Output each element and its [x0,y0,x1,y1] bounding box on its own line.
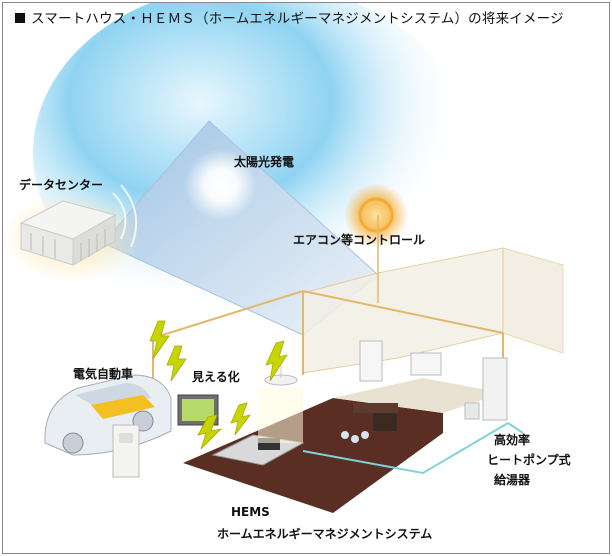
sun-icon [185,149,257,221]
datacenter-building-icon [19,200,117,266]
title-square-bullet [15,13,25,23]
electric-car-icon [44,374,172,456]
label-hems-line1: HEMS [231,505,270,519]
label-datacenter: データセンター [19,178,104,192]
lightning-icons [149,320,288,450]
label-solar: 太陽光発電 [234,155,295,169]
ev-charger-icon [112,424,140,478]
title-text: スマートハウス・ＨＥＭＳ（ホームエネルギーマネジメントシステム）の将来イメージ [31,11,564,27]
label-visualization: 見える化 [192,370,240,384]
label-heatpump-line2: ヒートポンプ式 [487,453,571,467]
signal-arcs [112,184,138,248]
house-right-wall [502,247,564,354]
label-heatpump-line3: 給湯器 [494,473,531,487]
diagram-title: スマートハウス・ＨＥＭＳ（ホームエネルギーマネジメントシステム）の将来イメージ [15,7,564,27]
pipes [302,422,524,475]
label-aircon: エアコン等コントロール [293,233,426,247]
heatpump-unit-icon [464,357,508,421]
label-ev: 電気自動車 [73,367,134,381]
aircon-glow-icon [344,183,408,247]
label-hems-line2: ホームエネルギーマネジメントシステム [217,527,433,541]
light-beams [258,388,303,443]
label-heatpump-line1: 高効率 [494,433,531,447]
smart-house-illustration [3,3,564,513]
